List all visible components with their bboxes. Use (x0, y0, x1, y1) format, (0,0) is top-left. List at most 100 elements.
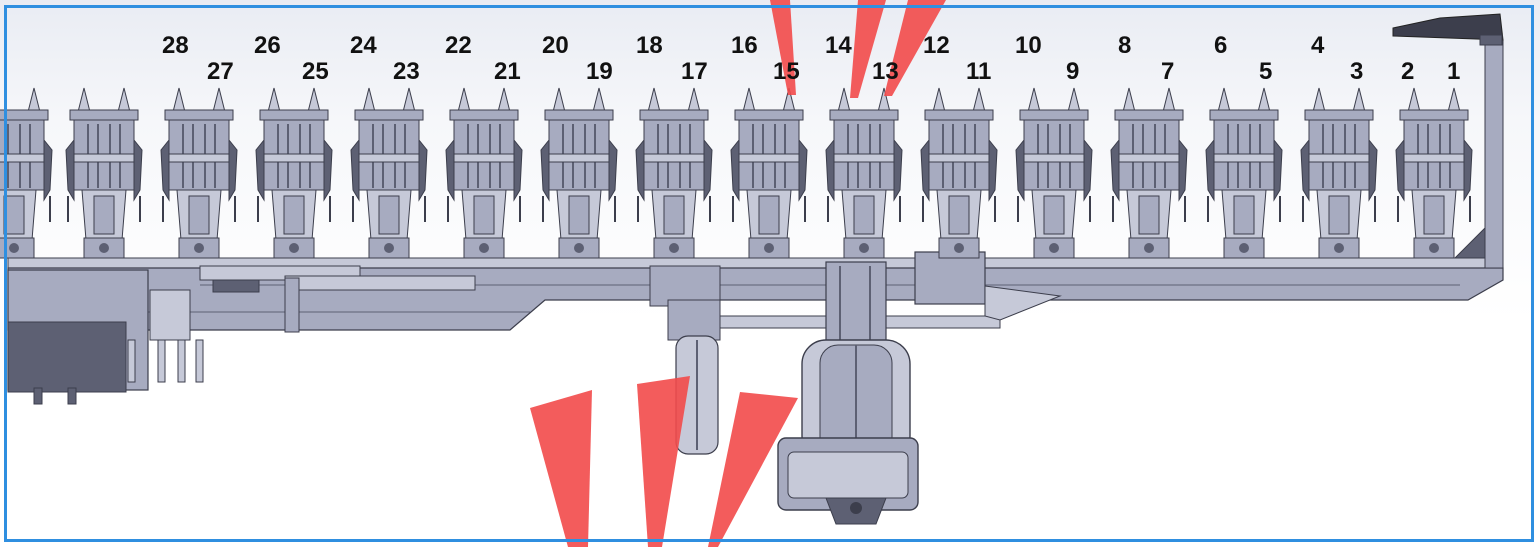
unit-clip (540, 138, 550, 202)
unit-label: 21 (494, 58, 521, 85)
unit-cap (0, 109, 49, 121)
unit-label: 26 (254, 32, 281, 59)
unit-label: 6 (1214, 32, 1228, 59)
module-unit (1395, 87, 1473, 259)
unit-clip (323, 138, 333, 202)
unit-label: 16 (731, 32, 758, 59)
housing-pin (157, 339, 166, 383)
bottom-fan (637, 376, 690, 547)
unit-base-bolt (1049, 243, 1059, 253)
pivot-block-right (914, 251, 986, 305)
unit-spike (1122, 87, 1136, 113)
unit-base-bolt (194, 243, 204, 253)
unit-clip (635, 138, 645, 202)
module-unit (0, 87, 53, 259)
unit-label: 23 (393, 58, 420, 85)
lower-mechanism (7, 13, 1504, 525)
unit-core (473, 195, 495, 235)
unit-base-bolt (669, 243, 679, 253)
unit-clip (350, 138, 360, 202)
unit-clip (43, 138, 53, 202)
unit-base-bolt (289, 243, 299, 253)
unit-spike (552, 87, 566, 113)
unit-core (1328, 195, 1350, 235)
unit-clip (1178, 138, 1188, 202)
unit-crossbar (1023, 153, 1085, 163)
module-unit (1110, 87, 1188, 259)
unit-clip (228, 138, 238, 202)
unit-base-bolt (479, 243, 489, 253)
module-unit (1015, 87, 1093, 259)
unit-label: 22 (445, 32, 472, 59)
bottom-fan (708, 392, 798, 547)
unit-clip (1205, 138, 1215, 202)
unit-cap (1114, 109, 1184, 121)
unit-cap (1209, 109, 1279, 121)
unit-cap (164, 109, 234, 121)
left-housing-lower (7, 321, 127, 393)
unit-label: 8 (1118, 32, 1132, 59)
bottom-fan (530, 390, 592, 547)
housing-block (149, 289, 191, 341)
unit-cap (354, 109, 424, 121)
unit-base-bolt (1429, 243, 1439, 253)
module-unit (65, 87, 143, 259)
unit-spike (1027, 87, 1041, 113)
unit-clip (920, 138, 930, 202)
unit-core (568, 195, 590, 235)
unit-core (1043, 195, 1065, 235)
unit-crossbar (548, 153, 610, 163)
unit-cap (1399, 109, 1469, 121)
housing-foot (33, 387, 43, 405)
unit-spike (592, 87, 606, 113)
unit-cap (829, 109, 899, 121)
unit-clip (1300, 138, 1310, 202)
unit-spike (77, 87, 91, 113)
unit-core (948, 195, 970, 235)
unit-crossbar (1118, 153, 1180, 163)
actuator-rod (284, 275, 476, 291)
unit-cap (449, 109, 519, 121)
unit-label: 10 (1015, 32, 1042, 59)
unit-clip (893, 138, 903, 202)
unit-label: 3 (1350, 58, 1364, 85)
module-row (0, 87, 1473, 259)
unit-label: 7 (1161, 58, 1175, 85)
module-unit (825, 87, 903, 259)
end-upright (1484, 39, 1504, 269)
unit-cap (1304, 109, 1374, 121)
unit-spike (212, 87, 226, 113)
unit-crossbar (1403, 153, 1465, 163)
unit-cap (639, 109, 709, 121)
housing-pin (195, 339, 204, 383)
unit-spike (1447, 87, 1461, 113)
unit-crossbar (643, 153, 705, 163)
unit-cap (259, 109, 329, 121)
unit-label: 24 (350, 32, 377, 59)
unit-spike (1352, 87, 1366, 113)
unit-core (1233, 195, 1255, 235)
unit-core (1138, 195, 1160, 235)
pivot-arm (984, 285, 1062, 321)
housing-pin (127, 339, 136, 383)
unit-base-bolt (99, 243, 109, 253)
unit-spike (497, 87, 511, 113)
unit-crossbar (168, 153, 230, 163)
unit-clip (1110, 138, 1120, 202)
unit-clip (1368, 138, 1378, 202)
unit-spike (1217, 87, 1231, 113)
unit-label: 14 (825, 32, 852, 59)
unit-label: 18 (636, 32, 663, 59)
unit-spike (1312, 87, 1326, 113)
unit-spike (932, 87, 946, 113)
unit-clip (160, 138, 170, 202)
unit-core (758, 195, 780, 235)
unit-clip (513, 138, 523, 202)
unit-label: 12 (923, 32, 950, 59)
unit-crossbar (73, 153, 135, 163)
top-fan (770, 0, 796, 95)
unit-label: 5 (1259, 58, 1273, 85)
end-cap (1392, 13, 1504, 41)
